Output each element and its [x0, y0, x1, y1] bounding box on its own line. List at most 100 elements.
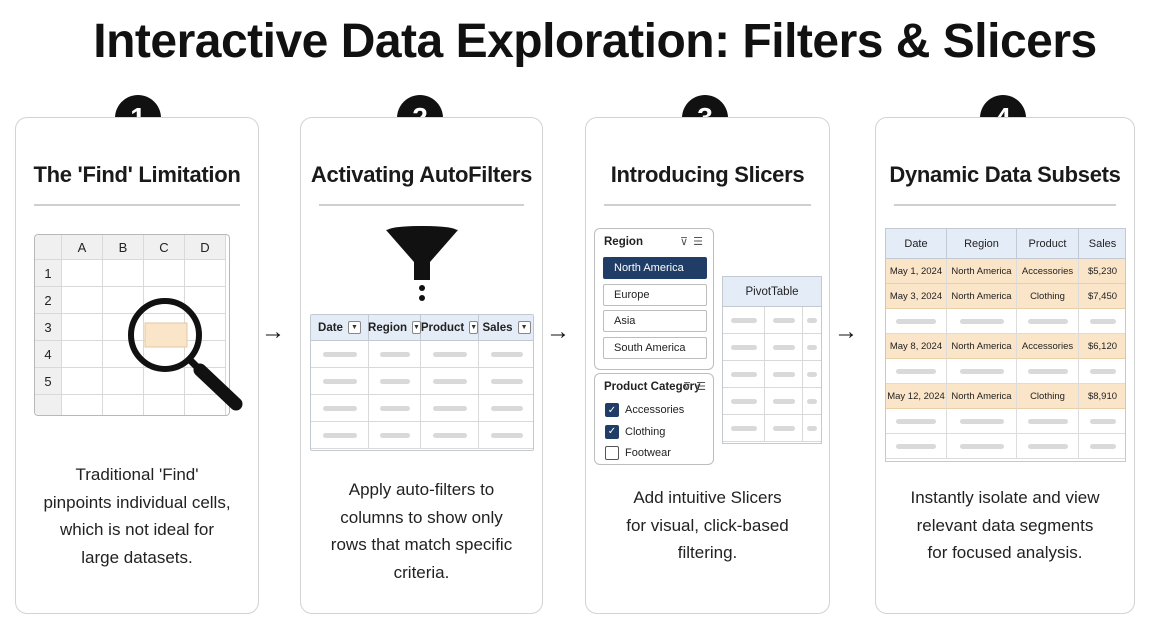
sheet-cell — [185, 287, 226, 314]
placeholder-bar — [730, 344, 757, 350]
placeholder-bar — [807, 344, 817, 350]
placeholder-bar — [490, 432, 523, 438]
step-3-title: Introducing Slicers — [610, 162, 805, 187]
slicer-item[interactable]: North America — [603, 257, 707, 279]
pivot-cell — [723, 361, 765, 388]
table-cell — [1079, 309, 1125, 334]
placeholder-bar — [379, 432, 410, 438]
placeholder-bar — [959, 418, 1004, 424]
placeholder-bar — [322, 351, 357, 357]
column-header: Sales — [1079, 229, 1125, 259]
placeholder-bar — [432, 432, 467, 438]
sheet-cell — [185, 395, 226, 415]
column-header: B — [103, 235, 144, 260]
table-cell — [311, 422, 369, 449]
table-cell — [1079, 434, 1125, 459]
product-category-slicer[interactable]: Product Category ⊽ ☰ ✓Accessories ✓Clothi… — [594, 373, 714, 465]
pivot-table-title: PivotTable — [723, 277, 821, 307]
pivot-cell — [723, 415, 765, 442]
pivot-cell — [803, 361, 821, 388]
placeholder-bar — [772, 398, 795, 404]
pivot-cell — [723, 388, 765, 415]
filter-clear-icon[interactable]: ⊽ ☰ — [680, 236, 704, 248]
highlighted-cell: $8,910 — [1079, 384, 1125, 409]
table-cell — [369, 395, 421, 422]
highlighted-cell: $5,230 — [1079, 259, 1125, 284]
filter-dropdown-icon[interactable]: ▼ — [347, 321, 361, 334]
pivot-cell — [803, 307, 821, 334]
category-checkbox-row[interactable]: Footwear — [605, 445, 671, 461]
pivot-cell — [765, 361, 803, 388]
pivot-cell — [765, 415, 803, 442]
placeholder-bar — [1089, 418, 1116, 424]
step-4-title: Dynamic Data Subsets — [889, 162, 1121, 187]
column-header: Date ▼ — [311, 315, 369, 341]
sheet-cell — [62, 368, 103, 395]
placeholder-bar — [896, 318, 936, 324]
highlighted-cell: North America — [947, 284, 1017, 309]
table-cell — [479, 368, 533, 395]
table-cell — [369, 341, 421, 368]
filter-dropdown-icon[interactable]: ▼ — [469, 321, 479, 334]
sheet-cell — [103, 260, 144, 287]
step-3-description: Add intuitive Slicers for visual, click-… — [626, 488, 789, 562]
column-header: D — [185, 235, 226, 260]
pivot-cell — [803, 388, 821, 415]
pivot-cell — [723, 307, 765, 334]
filter-clear-icon[interactable]: ⊽ ☰ — [683, 381, 707, 393]
category-checkbox-row[interactable]: ✓Accessories — [605, 402, 684, 418]
placeholder-bar — [807, 425, 817, 431]
slicer-item[interactable]: Europe — [603, 283, 707, 306]
highlighted-cell: $7,450 — [1079, 284, 1125, 309]
filter-dropdown-icon[interactable]: ▼ — [517, 321, 531, 334]
column-header-label: Product — [420, 321, 465, 334]
placeholder-bar — [772, 344, 795, 350]
column-header: Product ▼ — [421, 315, 479, 341]
category-checkbox-row[interactable]: ✓Clothing — [605, 424, 665, 440]
highlighted-cell: May 12, 2024 — [886, 384, 947, 409]
row-header: 4 — [35, 341, 62, 368]
placeholder-bar — [1089, 368, 1116, 374]
step-2-card: Activating AutoFilters Date▼Region▼Produ… — [300, 117, 543, 614]
placeholder-bar — [322, 432, 357, 438]
table-cell — [421, 395, 479, 422]
slicer-item[interactable]: South America — [603, 336, 707, 359]
placeholder-bar — [730, 371, 757, 377]
divider — [34, 204, 240, 206]
table-cell — [947, 409, 1017, 434]
placeholder-bar — [1027, 443, 1068, 449]
checkbox[interactable]: ✓ — [605, 424, 619, 439]
placeholder-bar — [322, 378, 357, 384]
checkbox[interactable] — [605, 446, 619, 460]
category-slicer-title: Product Category — [604, 381, 701, 393]
sheet-cell — [103, 341, 144, 368]
placeholder-bar — [379, 405, 410, 411]
placeholder-bar — [432, 378, 467, 384]
column-header-label: Date — [318, 321, 343, 334]
step-1-title: The 'Find' Limitation — [33, 162, 241, 187]
checkbox[interactable]: ✓ — [605, 403, 619, 417]
sheet-cell — [62, 395, 103, 415]
placeholder-bar — [432, 351, 467, 357]
placeholder-bar — [1089, 318, 1116, 324]
placeholder-bar — [959, 443, 1004, 449]
column-header: Product — [1017, 229, 1079, 259]
table-cell — [1017, 434, 1079, 459]
highlighted-cell: May 3, 2024 — [886, 284, 947, 309]
table-cell — [311, 368, 369, 395]
step-2-title: Activating AutoFilters — [310, 162, 533, 187]
highlighted-cell: $6,120 — [1079, 334, 1125, 359]
placeholder-bar — [379, 378, 410, 384]
sheet-cell — [144, 368, 185, 395]
slicer-item[interactable]: Asia — [603, 310, 707, 332]
placeholder-bar — [1027, 368, 1068, 374]
highlighted-cell: Clothing — [1017, 284, 1079, 309]
filter-dropdown-icon[interactable]: ▼ — [412, 321, 421, 334]
autofilter-table: Date▼Region▼Product▼Sales▼ — [310, 314, 534, 451]
pivot-cell — [803, 334, 821, 361]
table-cell — [479, 422, 533, 449]
checkbox-label: Footwear — [625, 447, 671, 459]
pivot-cell — [723, 334, 765, 361]
